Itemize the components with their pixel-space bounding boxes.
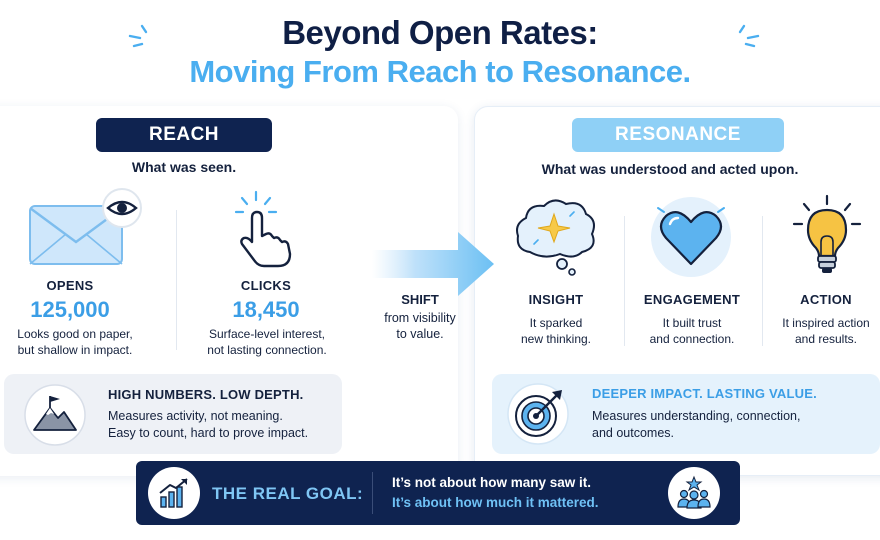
real-goal-title: THE REAL GOAL: bbox=[212, 484, 364, 503]
resonance-summary-line1: Measures understanding, connection, bbox=[592, 409, 801, 423]
opens-value: 125,000 bbox=[30, 297, 110, 322]
real-goal-line2: It’s about how much it mattered. bbox=[392, 495, 599, 510]
action-desc-1: It inspired action bbox=[782, 316, 870, 330]
reach-summary-line2: Easy to count, hard to prove impact. bbox=[108, 426, 309, 440]
engagement-desc-1: It built trust bbox=[662, 316, 722, 330]
engagement-desc-2: and connection. bbox=[649, 332, 735, 346]
goal-divider bbox=[372, 472, 373, 514]
thought-bubble-icon bbox=[516, 199, 595, 276]
mountain-flag-icon bbox=[24, 384, 86, 446]
action-label: ACTION bbox=[800, 292, 852, 307]
insight-label: INSIGHT bbox=[528, 292, 584, 307]
reach-summary-line1: Measures activity, not meaning. bbox=[108, 409, 283, 423]
engagement-label: ENGAGEMENT bbox=[643, 292, 741, 307]
clicks-label: CLICKS bbox=[240, 278, 292, 293]
shift-text-2: to value. bbox=[396, 327, 444, 341]
resonance-subtitle: What was understood and acted upon. bbox=[541, 161, 799, 177]
sparkle-right-icon bbox=[738, 24, 760, 48]
reach-divider bbox=[176, 210, 177, 350]
reach-summary-heading: HIGH NUMBERS. LOW DEPTH. bbox=[108, 387, 304, 402]
target-icon bbox=[507, 383, 569, 445]
team-star-icon-wrap bbox=[668, 467, 720, 519]
team-star-icon bbox=[677, 475, 711, 509]
page-title: Beyond Open Rates: bbox=[282, 14, 598, 51]
clicks-desc-1: Surface-level interest, bbox=[208, 327, 326, 341]
resonance-label: RESONANCE bbox=[572, 118, 784, 152]
opens-desc-1: Looks good on paper, bbox=[17, 327, 133, 341]
clicks-value: 18,450 bbox=[232, 297, 300, 322]
opens-label: OPENS bbox=[46, 278, 94, 293]
resonance-summary-heading: DEEPER IMPACT. LASTING VALUE. bbox=[592, 386, 817, 401]
arrow-right-icon bbox=[372, 232, 494, 296]
resonance-summary-line2: and outcomes. bbox=[592, 426, 674, 440]
insight-desc-2: new thinking. bbox=[520, 332, 592, 346]
envelope-eye-icon bbox=[29, 188, 142, 265]
reach-label: REACH bbox=[96, 118, 272, 152]
real-goal-line1: It’s not about how many saw it. bbox=[392, 475, 592, 490]
real-goal-banner bbox=[136, 461, 740, 525]
page-subtitle: Moving From Reach to Resonance. bbox=[189, 54, 691, 89]
resonance-divider-2 bbox=[762, 216, 763, 346]
shift-label: SHIFT bbox=[401, 292, 439, 307]
reach-subtitle: What was seen. bbox=[131, 159, 237, 175]
growth-chart-icon-wrap bbox=[148, 467, 200, 519]
action-desc-2: and results. bbox=[794, 332, 858, 346]
heart-icon bbox=[651, 197, 731, 277]
insight-desc-1: It sparked bbox=[529, 316, 583, 330]
pointer-hand-icon bbox=[234, 190, 292, 268]
opens-desc-2: but shallow in impact. bbox=[17, 343, 133, 357]
lightbulb-icon bbox=[792, 194, 862, 273]
growth-chart-icon bbox=[159, 478, 188, 508]
clicks-desc-2: not lasting connection. bbox=[207, 343, 327, 357]
resonance-divider-1 bbox=[624, 216, 625, 346]
shift-text-1: from visibility bbox=[384, 311, 456, 325]
sparkle-left-icon bbox=[128, 24, 148, 48]
